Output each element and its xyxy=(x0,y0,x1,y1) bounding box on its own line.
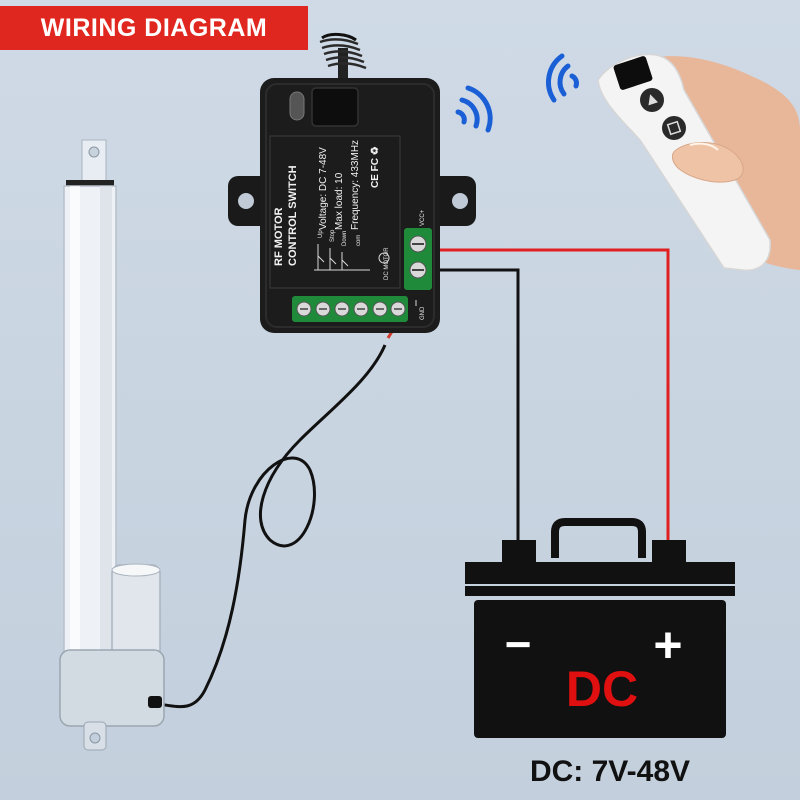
label-vcc: VCC+ xyxy=(420,209,426,226)
wires xyxy=(149,248,670,709)
remote-display xyxy=(613,56,653,90)
battery-dc-label: DC xyxy=(566,661,638,717)
controller-voltage: Voltage: DC 7-48V xyxy=(318,147,329,230)
label-stop: Stop xyxy=(330,229,336,242)
title-banner: WIRING DIAGRAM xyxy=(0,6,308,50)
battery-terminal-negative xyxy=(502,540,536,562)
power-terminal-block xyxy=(404,228,432,290)
label-down: Down xyxy=(342,231,348,246)
battery-lid xyxy=(465,562,735,584)
certification-marks: CE FC ♻ xyxy=(370,146,381,188)
label-up: Up xyxy=(318,230,324,238)
thumb xyxy=(671,142,744,183)
battery-plus-symbol: + xyxy=(653,617,682,673)
linear-actuator xyxy=(59,139,165,751)
label-gnd: GND xyxy=(420,306,426,320)
wireless-signal-icon xyxy=(455,85,493,133)
controller-max-load: Max load: 10 xyxy=(334,172,345,230)
motor-terminal-block xyxy=(292,296,408,322)
battery-handle xyxy=(551,518,646,558)
label-dc-motor: DC MOTOR xyxy=(384,247,390,280)
battery-body xyxy=(474,600,726,738)
actuator-rod xyxy=(81,139,107,183)
controller-frequency: Frequency: 433MHz xyxy=(350,140,361,230)
antenna xyxy=(319,32,367,84)
battery-minus-symbol: − xyxy=(505,618,532,670)
remote-control xyxy=(597,53,800,271)
status-led xyxy=(289,91,305,121)
rf-controller: RF MOTOR CONTROL SWITCH Voltage: DC 7-48… xyxy=(228,78,476,333)
battery-terminal-positive xyxy=(652,540,686,562)
wireless-signal-icon xyxy=(546,53,579,103)
controller-title-line1: RF MOTOR xyxy=(273,207,285,266)
label-com: com xyxy=(356,235,362,246)
controller-title-line2: CONTROL SWITCH xyxy=(287,165,299,266)
remote-stop-button[interactable] xyxy=(662,116,686,140)
negative-wire xyxy=(430,268,520,540)
voltage-range-caption: DC: 7V-48V xyxy=(529,755,691,788)
actuator-gearbox xyxy=(59,649,165,727)
learn-button[interactable] xyxy=(311,87,359,127)
motor-cable xyxy=(149,344,387,709)
positive-wire xyxy=(430,248,670,540)
battery: − + DC xyxy=(465,518,735,738)
controller-body xyxy=(260,78,440,333)
